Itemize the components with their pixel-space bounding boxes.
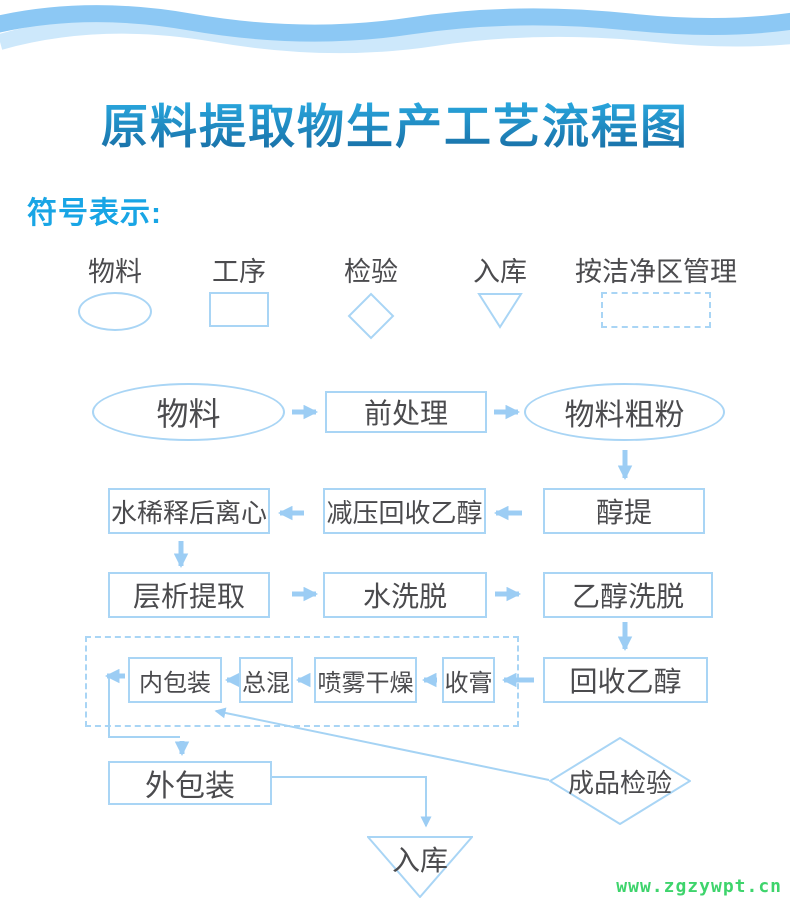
node-coarse-powder-label: 物料粗粉: [564, 399, 685, 432]
triangle-symbol-icon: [477, 293, 523, 329]
page-title: 原料提取物生产工艺流程图: [0, 88, 790, 157]
watermark: www.zgzywpt.cn: [616, 876, 782, 897]
node-inner-packaging: 内包装: [128, 657, 222, 703]
legend-item-inspection: 检验: [316, 246, 426, 340]
node-spray-drying-label: 喷雾干燥: [317, 669, 414, 697]
node-chromatography: 层析提取: [108, 572, 270, 618]
node-material: 物料: [92, 383, 285, 441]
node-vacuum-ethanol-recovery: 减压回收乙醇: [323, 488, 486, 534]
node-finished-inspection-label: 成品检验: [567, 767, 672, 798]
node-pretreatment-label: 前处理: [363, 398, 448, 429]
node-total-mixing-label: 总混: [242, 669, 290, 697]
node-water-elution-label: 水洗脱: [362, 581, 447, 612]
node-material-label: 物料: [156, 396, 221, 432]
wave-back-ribbon: [0, 17, 790, 54]
node-outer-packaging: 外包装: [108, 761, 272, 805]
node-vacuum-ethanol-recovery-label: 减压回收乙醇: [326, 497, 483, 528]
node-inner-packaging-label: 内包装: [139, 669, 211, 697]
node-paste-collection-label: 收膏: [444, 669, 493, 697]
legend-label-warehousing: 入库: [473, 256, 527, 287]
node-ethanol-recovery: 回收乙醇: [543, 657, 708, 703]
node-water-dilution-centrifuge: 水稀释后离心: [108, 488, 270, 534]
legend-item-clean-area: 按洁净区管理: [568, 246, 744, 328]
legend-label-material: 物料: [88, 256, 142, 287]
warehousing-triangle: [367, 836, 473, 898]
diamond-symbol-icon: [347, 292, 395, 340]
wave-front-ribbon: [0, 5, 790, 42]
node-coarse-powder: 物料粗粉: [524, 383, 725, 441]
node-total-mixing: 总混: [239, 657, 293, 703]
node-alcohol-extraction: 醇提: [543, 488, 705, 534]
node-pretreatment: 前处理: [325, 391, 487, 433]
node-water-elution: 水洗脱: [323, 572, 487, 618]
legend-label-process: 工序: [212, 256, 266, 287]
wave-banner: [0, 5, 790, 54]
rect-symbol-icon: [209, 292, 269, 327]
legend-item-process: 工序: [184, 246, 294, 327]
node-alcohol-extraction-label: 醇提: [595, 497, 652, 528]
node-water-dilution-centrifuge-label: 水稀释后离心: [110, 497, 267, 528]
node-ethanol-elution-label: 乙醇洗脱: [571, 581, 684, 612]
dashed-rect-symbol-icon: [601, 292, 711, 328]
legend-label-clean-area: 按洁净区管理: [575, 256, 737, 287]
legend-item-material: 物料: [60, 246, 170, 331]
node-paste-collection: 收膏: [442, 657, 495, 703]
node-outer-packaging-label: 外包装: [145, 770, 235, 803]
node-finished-inspection: 成品检验: [549, 737, 691, 825]
ellipse-symbol-icon: [78, 292, 152, 331]
node-chromatography-label: 层析提取: [132, 581, 245, 612]
legend-heading: 符号表示:: [27, 197, 162, 230]
node-ethanol-recovery-label: 回收乙醇: [569, 666, 682, 697]
node-warehousing-label: 入库: [391, 845, 448, 876]
finished-inspection-diamond: [549, 737, 691, 825]
node-spray-drying: 喷雾干燥: [314, 657, 417, 703]
legend-label-inspection: 检验: [344, 256, 398, 287]
node-ethanol-elution: 乙醇洗脱: [543, 572, 713, 618]
connector-outer-packaging-to-warehousing: [272, 776, 432, 828]
legend-item-warehousing: 入库: [445, 246, 555, 329]
node-warehousing: 入库: [367, 836, 473, 898]
